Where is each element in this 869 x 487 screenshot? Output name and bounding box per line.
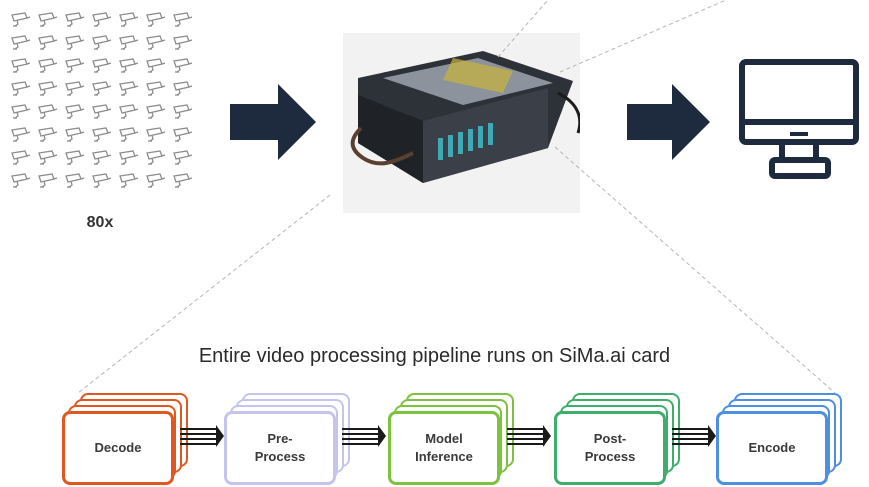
- cctv-camera-icon: [115, 77, 142, 100]
- cctv-camera-icon: [169, 77, 196, 100]
- server-chassis-image: [343, 33, 582, 213]
- cctv-camera-icon: [169, 8, 196, 31]
- cctv-camera-icon: [89, 146, 116, 169]
- cctv-camera-icon: [169, 31, 196, 54]
- cctv-camera-icon: [142, 123, 169, 146]
- cctv-camera-icon: [8, 54, 35, 77]
- stage-label: Model Inference: [388, 411, 500, 485]
- cctv-camera-icon: [115, 31, 142, 54]
- camera-grid: [8, 8, 196, 200]
- dashed-line-bottom-right: [554, 146, 836, 394]
- cctv-camera-icon: [62, 77, 89, 100]
- cctv-camera-icon: [8, 146, 35, 169]
- cctv-camera-icon: [142, 31, 169, 54]
- cctv-camera-icon: [8, 8, 35, 31]
- dashed-line-top-right: [559, 0, 727, 73]
- stage-label: Decode: [62, 411, 174, 485]
- cctv-camera-icon: [169, 146, 196, 169]
- cctv-camera-icon: [35, 169, 62, 192]
- stage-label: Encode: [716, 411, 828, 485]
- cctv-camera-icon: [142, 100, 169, 123]
- connector-arrows: [507, 425, 551, 447]
- cctv-camera-icon: [8, 169, 35, 192]
- cctv-camera-icon: [35, 8, 62, 31]
- cctv-camera-icon: [115, 8, 142, 31]
- connector-arrows: [672, 425, 716, 447]
- stage-pre-process: Pre- Process: [224, 393, 350, 485]
- cctv-camera-icon: [62, 54, 89, 77]
- cctv-camera-icon: [62, 31, 89, 54]
- cctv-camera-icon: [89, 77, 116, 100]
- cctv-camera-icon: [115, 100, 142, 123]
- cctv-camera-icon: [142, 54, 169, 77]
- cctv-camera-icon: [35, 54, 62, 77]
- cctv-camera-icon: [62, 8, 89, 31]
- cctv-camera-icon: [142, 169, 169, 192]
- cctv-camera-icon: [8, 77, 35, 100]
- cctv-camera-icon: [62, 100, 89, 123]
- cctv-camera-icon: [89, 123, 116, 146]
- cctv-camera-icon: [115, 146, 142, 169]
- stage-encode: Encode: [716, 393, 842, 485]
- cctv-camera-icon: [89, 54, 116, 77]
- stage-decode: Decode: [62, 393, 188, 485]
- connector-arrows: [180, 425, 224, 447]
- cctv-camera-icon: [169, 169, 196, 192]
- cctv-camera-icon: [142, 8, 169, 31]
- cctv-camera-icon: [35, 100, 62, 123]
- stage-label: Pre- Process: [224, 411, 336, 485]
- camera-count-label: 80x: [86, 214, 114, 231]
- cctv-camera-icon: [35, 146, 62, 169]
- cctv-camera-icon: [35, 31, 62, 54]
- connector-arrows: [342, 425, 386, 447]
- cctv-camera-icon: [169, 123, 196, 146]
- stage-model-inference: Model Inference: [388, 393, 514, 485]
- stage-label: Post- Process: [554, 411, 666, 485]
- pipeline-caption: Entire video processing pipeline runs on…: [198, 345, 671, 367]
- cctv-camera-icon: [35, 123, 62, 146]
- cctv-camera-icon: [169, 54, 196, 77]
- cctv-camera-icon: [8, 31, 35, 54]
- cctv-camera-icon: [62, 169, 89, 192]
- cctv-camera-icon: [169, 100, 196, 123]
- cctv-camera-icon: [8, 100, 35, 123]
- monitor-icon: [738, 58, 860, 182]
- cctv-camera-icon: [62, 146, 89, 169]
- cctv-camera-icon: [89, 169, 116, 192]
- cctv-camera-icon: [142, 146, 169, 169]
- arrow-server-to-monitor: [627, 84, 710, 160]
- cctv-camera-icon: [115, 123, 142, 146]
- dashed-line-top-left: [497, 0, 549, 58]
- cctv-camera-icon: [62, 123, 89, 146]
- cctv-camera-icon: [89, 31, 116, 54]
- cctv-camera-icon: [8, 123, 35, 146]
- cctv-camera-icon: [115, 54, 142, 77]
- stage-post-process: Post- Process: [554, 393, 680, 485]
- cctv-camera-icon: [115, 169, 142, 192]
- cctv-camera-icon: [89, 100, 116, 123]
- dashed-line-bottom-left: [77, 194, 331, 394]
- cctv-camera-icon: [89, 8, 116, 31]
- cctv-camera-icon: [142, 77, 169, 100]
- cctv-camera-icon: [35, 77, 62, 100]
- arrow-cameras-to-server: [230, 84, 316, 160]
